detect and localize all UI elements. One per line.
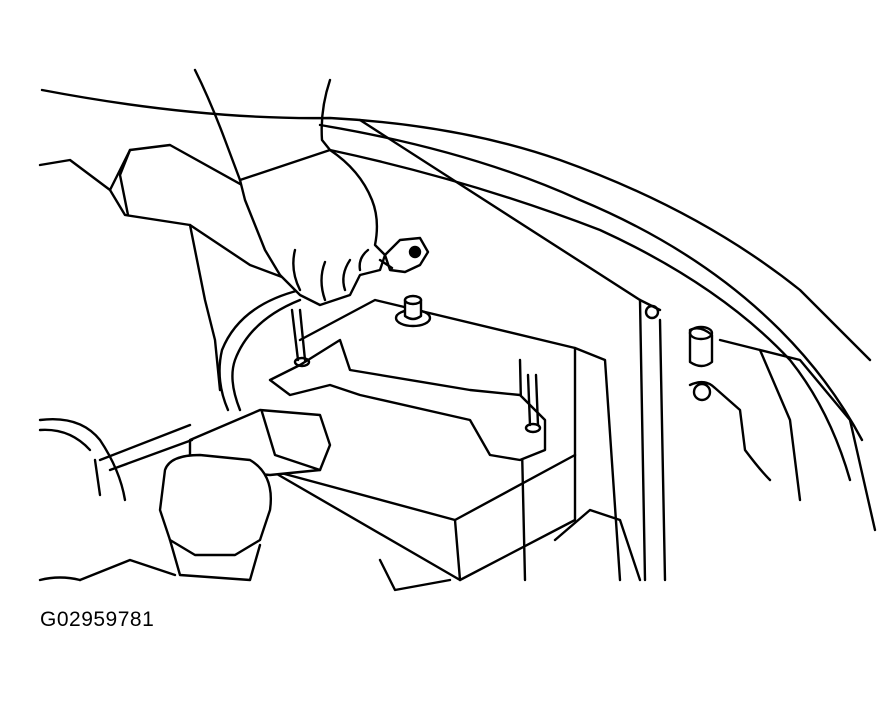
inner-fender-panel xyxy=(38,118,667,582)
right-bracket xyxy=(688,325,877,532)
hand-icon xyxy=(193,68,387,307)
figure-code: G02959781 xyxy=(40,608,155,631)
hold-down-clamp xyxy=(268,338,547,462)
engine-components xyxy=(38,418,642,592)
wiring-loom xyxy=(98,423,194,472)
negative-terminal-clamp xyxy=(378,236,430,274)
battery-cable xyxy=(218,288,302,412)
hold-down-bolt-left xyxy=(290,308,311,368)
battery-terminal-post xyxy=(394,294,432,328)
hood-edge xyxy=(40,88,872,482)
reservoir-cap xyxy=(158,453,272,582)
hold-down-bolt-right xyxy=(524,373,542,434)
